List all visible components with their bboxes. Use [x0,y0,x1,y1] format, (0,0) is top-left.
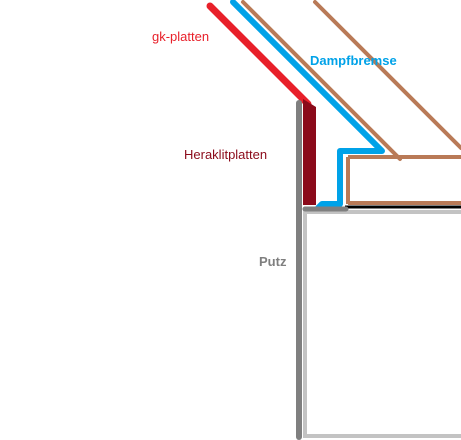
dampfbremse-label: Dampfbremse [310,53,397,68]
heraklitplatten-label: Heraklitplatten [184,147,267,162]
gk-platten-line [206,2,312,108]
putz-label: Putz [259,254,287,269]
heraklitplatten-board [303,99,316,205]
rafter-line [313,0,461,150]
wood-board-diagonal [241,0,402,161]
gk-platten-label: gk-platten [152,29,209,44]
dampfbremse-line [230,0,385,211]
